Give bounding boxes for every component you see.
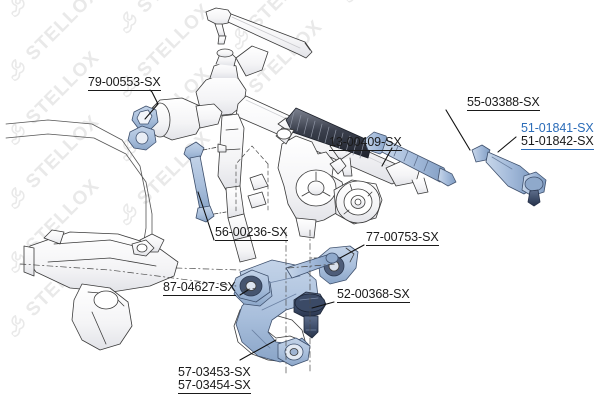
part-outer-tie-rod-end [471,144,547,207]
part-number-text: 77-00753-SX [366,230,439,244]
label-underline [88,90,161,91]
label-underline [329,150,402,151]
part-label-stabilizer-bushing[interactable]: 79-00553-SX [88,76,161,91]
part-number-text: 52-00368-SX [337,287,410,301]
part-number-text: 57-03453-SX [178,365,251,379]
part-label-control-arm-bushing[interactable]: 87-04627-SX [163,281,236,296]
label-underline [215,240,288,241]
part-strut [217,113,269,263]
label-underline [163,295,236,296]
part-number-text: 79-00553-SX [88,75,161,89]
part-number-text: 51-01842-SX [521,134,594,148]
label-underline [366,245,439,246]
label-underline [178,393,251,394]
part-number-text: 57-03454-SX [178,378,251,392]
part-subframe [23,229,179,351]
part-steering-knuckle [275,127,347,239]
part-number-text: 51-01841-SX [521,121,594,135]
part-label-steering-rack[interactable]: 13-00409-SX [329,136,402,151]
part-ball-joint [293,291,327,339]
part-number-text: 13-00409-SX [329,135,402,149]
label-underline [337,302,410,303]
part-label-inner-tie-rod[interactable]: 55-03388-SX [467,96,540,111]
part-upper-tie-rod [205,7,313,59]
part-wheel-hub [333,179,383,225]
part-number-text: 56-00236-SX [215,225,288,239]
label-underline [467,110,540,111]
part-number-text: 87-04627-SX [163,280,236,294]
part-label-engine-mount-bracket[interactable]: 77-00753-SX [366,231,439,246]
part-label-ball-joint[interactable]: 52-00368-SX [337,288,410,303]
label-underline [521,149,594,151]
part-number-text: 55-03388-SX [467,95,540,109]
part-label-stabilizer-link[interactable]: 56-00236-SX [215,226,288,241]
